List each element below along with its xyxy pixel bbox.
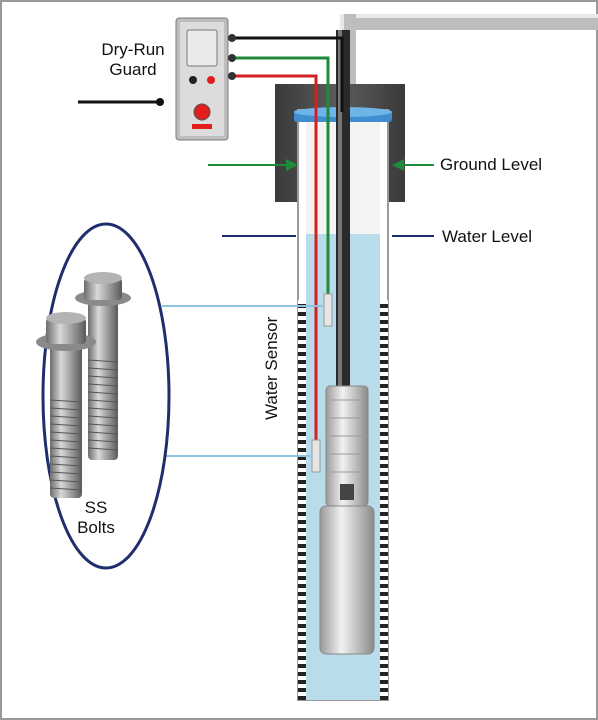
device-label: Dry-Run Guard <box>101 40 165 79</box>
bolts-label: SS Bolts <box>77 498 115 537</box>
dry-run-guard-device <box>175 17 236 141</box>
water-sensor-label: Water Sensor <box>262 316 281 420</box>
casing-wall-right <box>380 300 388 700</box>
device-wires <box>78 36 344 450</box>
upper-water-sensor <box>323 293 333 327</box>
ss-bolt-rear <box>75 272 131 460</box>
ss-bolt-front <box>36 312 96 498</box>
water-level-label: Water Level <box>442 227 533 246</box>
lower-water-sensor <box>311 439 321 473</box>
ground-level-marker <box>208 159 434 171</box>
submersible-pump <box>319 385 375 655</box>
casing-wall-left <box>298 300 306 700</box>
riser-pipe <box>336 30 350 390</box>
ground-level-label: Ground Level <box>440 155 543 174</box>
